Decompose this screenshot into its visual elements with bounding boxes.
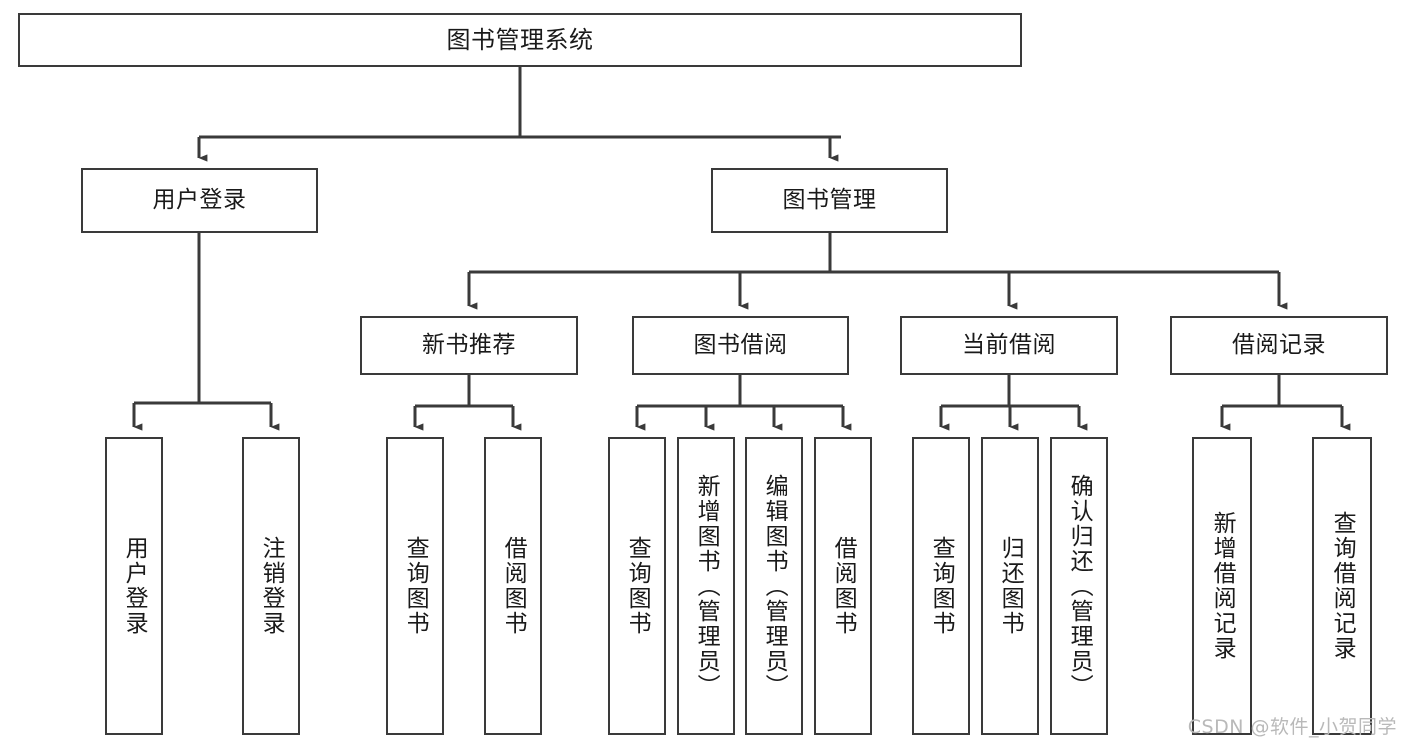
node-borrow-record-label: 借阅记录 [1232, 331, 1326, 358]
node-leaf[interactable]: 用户登录 [105, 437, 163, 735]
node-leaf[interactable]: 新增借阅记录 [1192, 437, 1252, 735]
node-leaf[interactable]: 归还图书 [981, 437, 1039, 735]
node-user-login-label: 用户登录 [152, 186, 247, 213]
node-leaf-label: 查询图书 [928, 536, 955, 636]
node-leaf[interactable]: 编辑图书（管理员） [745, 437, 803, 735]
node-leaf[interactable]: 确认归还（管理员） [1050, 437, 1108, 735]
csdn-watermark: CSDN @软件_小贺同学 [1187, 716, 1397, 738]
node-book-borrow[interactable]: 图书借阅 [632, 316, 849, 375]
node-leaf-label: 借阅图书 [830, 536, 857, 636]
node-leaf-label: 用户登录 [121, 536, 148, 636]
node-book-borrow-label: 图书借阅 [693, 331, 788, 358]
node-leaf[interactable]: 查询图书 [386, 437, 444, 735]
node-leaf-label: 新增图书（管理员） [693, 473, 720, 699]
node-new-book-recommend-label: 新书推荐 [422, 331, 516, 358]
node-leaf[interactable]: 借阅图书 [814, 437, 872, 735]
node-leaf[interactable]: 查询借阅记录 [1312, 437, 1372, 735]
node-root-system[interactable]: 图书管理系统 [18, 13, 1022, 67]
node-leaf-label: 借阅图书 [500, 536, 527, 636]
node-new-book-recommend[interactable]: 新书推荐 [360, 316, 578, 375]
node-leaf-label: 编辑图书（管理员） [761, 473, 788, 699]
node-root-label: 图书管理系统 [446, 25, 594, 54]
node-borrow-record[interactable]: 借阅记录 [1170, 316, 1388, 375]
node-leaf-label: 归还图书 [997, 536, 1024, 636]
node-leaf-label: 确认归还（管理员） [1066, 473, 1093, 699]
node-current-borrow[interactable]: 当前借阅 [900, 316, 1118, 375]
node-current-borrow-label: 当前借阅 [962, 331, 1056, 358]
node-leaf-label: 注销登录 [258, 536, 285, 636]
node-leaf-label: 查询借阅记录 [1329, 511, 1356, 661]
node-leaf[interactable]: 借阅图书 [484, 437, 542, 735]
node-leaf[interactable]: 查询图书 [912, 437, 970, 735]
node-book-management[interactable]: 图书管理 [711, 168, 948, 233]
node-book-management-label: 图书管理 [782, 186, 877, 213]
node-leaf[interactable]: 查询图书 [608, 437, 666, 735]
node-leaf-label: 查询图书 [624, 536, 651, 636]
node-leaf[interactable]: 注销登录 [242, 437, 300, 735]
node-leaf-label: 新增借阅记录 [1209, 511, 1236, 661]
node-leaf[interactable]: 新增图书（管理员） [677, 437, 735, 735]
node-leaf-label: 查询图书 [402, 536, 429, 636]
node-user-login[interactable]: 用户登录 [81, 168, 318, 233]
